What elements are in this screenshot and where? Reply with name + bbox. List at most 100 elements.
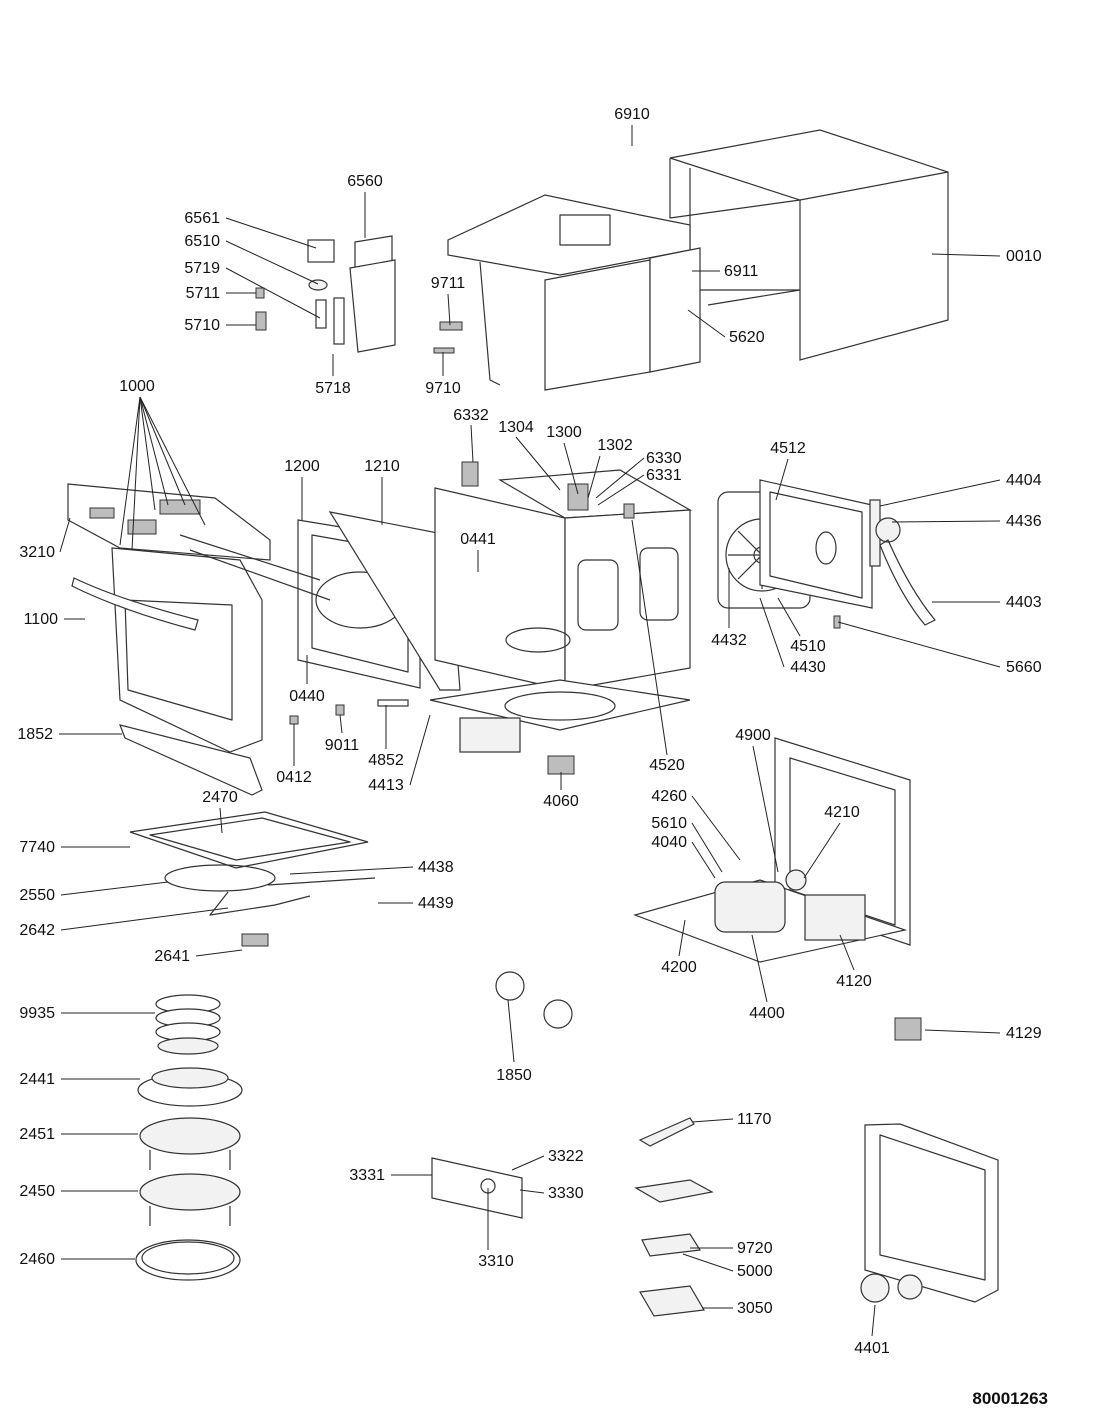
- leader-3210: [59, 517, 71, 553]
- leader-4404: [879, 479, 1001, 507]
- callout-3050: 3050: [737, 1300, 773, 1317]
- leader-2550: [60, 881, 169, 896]
- callout-6510: 6510: [184, 233, 220, 250]
- leader-4900: [752, 745, 779, 873]
- callout-3210: 3210: [19, 544, 55, 561]
- leader-6332: [470, 424, 474, 463]
- leader-2641: [195, 949, 243, 957]
- callout-2470: 2470: [202, 789, 238, 806]
- leader-3322: [511, 1155, 545, 1171]
- convection-fan-assembly: [717, 479, 936, 626]
- leader-4401: [871, 1304, 876, 1337]
- callout-4401: 4401: [854, 1340, 890, 1357]
- large-drip-tray: [860, 1123, 999, 1303]
- leader-4260: [691, 795, 741, 861]
- callout-2550: 2550: [19, 887, 55, 904]
- leader-9711: [447, 293, 451, 326]
- roller-wheels: [495, 971, 573, 1029]
- leader-1000-extra: [139, 396, 156, 511]
- callout-0441: 0441: [460, 531, 496, 548]
- leader-4120: [839, 934, 855, 971]
- callout-2642: 2642: [19, 922, 55, 939]
- leader-1170: [691, 1118, 734, 1123]
- control-board-assembly: [255, 235, 463, 354]
- leader-1000-extra: [139, 396, 206, 526]
- oven-cavity: [429, 469, 693, 753]
- callout-4400: 4400: [749, 1005, 785, 1022]
- callout-4120: 4120: [836, 973, 872, 990]
- door-bottom-trim: [119, 724, 263, 796]
- leader-5000: [682, 1253, 734, 1272]
- callout-6911: 6911: [724, 263, 759, 280]
- callout-labels: 6910656065616510571957115710571897119710…: [17, 106, 1041, 1357]
- callout-9711: 9711: [431, 275, 466, 292]
- control-pcb: [431, 1157, 523, 1219]
- callout-1304: 1304: [498, 419, 534, 436]
- document-number: 80001263: [972, 1389, 1048, 1408]
- leader-1000-extra: [139, 396, 186, 506]
- wire-racks: [139, 1117, 241, 1226]
- leader-4129: [924, 1029, 1001, 1034]
- small-loose-parts: [289, 615, 841, 775]
- leader-3330: [519, 1189, 545, 1194]
- steam-baskets: [155, 994, 221, 1055]
- callout-0412: 0412: [276, 769, 312, 786]
- callout-4413: 4413: [368, 777, 404, 794]
- callout-0440: 0440: [289, 688, 325, 705]
- callout-3330: 3330: [548, 1185, 584, 1202]
- leader-6331: [597, 474, 645, 506]
- callout-6330: 6330: [646, 450, 682, 467]
- callout-1100: 1100: [24, 611, 59, 628]
- door-inner-frame: [179, 511, 461, 691]
- callout-4438: 4438: [418, 859, 454, 876]
- oven-door: [71, 547, 263, 753]
- leader-1300: [563, 442, 579, 495]
- leader-4512: [775, 458, 789, 501]
- callout-6331: 6331: [646, 467, 682, 484]
- control-panel: [67, 483, 271, 561]
- callout-3310: 3310: [478, 1253, 514, 1270]
- callout-1302: 1302: [597, 437, 633, 454]
- callout-9011: 9011: [325, 737, 360, 754]
- callout-4436: 4436: [1006, 513, 1042, 530]
- callout-4439: 4439: [418, 895, 454, 912]
- leader-5660: [837, 621, 1001, 668]
- callout-7740: 7740: [19, 839, 55, 856]
- callout-5711: 5711: [186, 285, 221, 302]
- callout-4432: 4432: [711, 632, 747, 649]
- leader-4210: [803, 822, 841, 879]
- callout-4260: 4260: [651, 788, 687, 805]
- leader-2642: [60, 907, 229, 931]
- callout-5718: 5718: [315, 380, 351, 397]
- callout-6910: 6910: [614, 106, 650, 123]
- grill-pan-plate: [129, 811, 376, 947]
- callout-2450: 2450: [19, 1183, 55, 1200]
- callout-1210: 1210: [364, 458, 400, 475]
- outer-case: [669, 129, 949, 361]
- callout-5719: 5719: [184, 260, 220, 277]
- top-chassis-frame: [447, 194, 701, 391]
- leader-4040: [691, 841, 716, 879]
- callout-5620: 5620: [729, 329, 765, 346]
- leader-1850: [507, 999, 515, 1063]
- leader-6330: [595, 457, 645, 499]
- callout-5610: 5610: [651, 815, 687, 832]
- callout-5000: 5000: [737, 1263, 773, 1280]
- callout-0010: 0010: [1006, 248, 1042, 265]
- callout-4510: 4510: [790, 638, 826, 655]
- leader-1000-extra: [139, 396, 169, 506]
- leader-1000-extra: [131, 396, 141, 551]
- callout-4512: 4512: [770, 440, 806, 457]
- leader-2470: [219, 807, 223, 834]
- misc-components: [634, 1117, 714, 1317]
- callout-4129: 4129: [1006, 1025, 1042, 1042]
- callout-6560: 6560: [347, 173, 383, 190]
- crisp-plate: [137, 1067, 243, 1107]
- leader-4438: [289, 866, 414, 875]
- callout-1170: 1170: [737, 1111, 772, 1128]
- callout-4403: 4403: [1006, 594, 1042, 611]
- leader-5719: [225, 267, 321, 319]
- callout-9710: 9710: [425, 380, 461, 397]
- leader-6561: [225, 217, 317, 249]
